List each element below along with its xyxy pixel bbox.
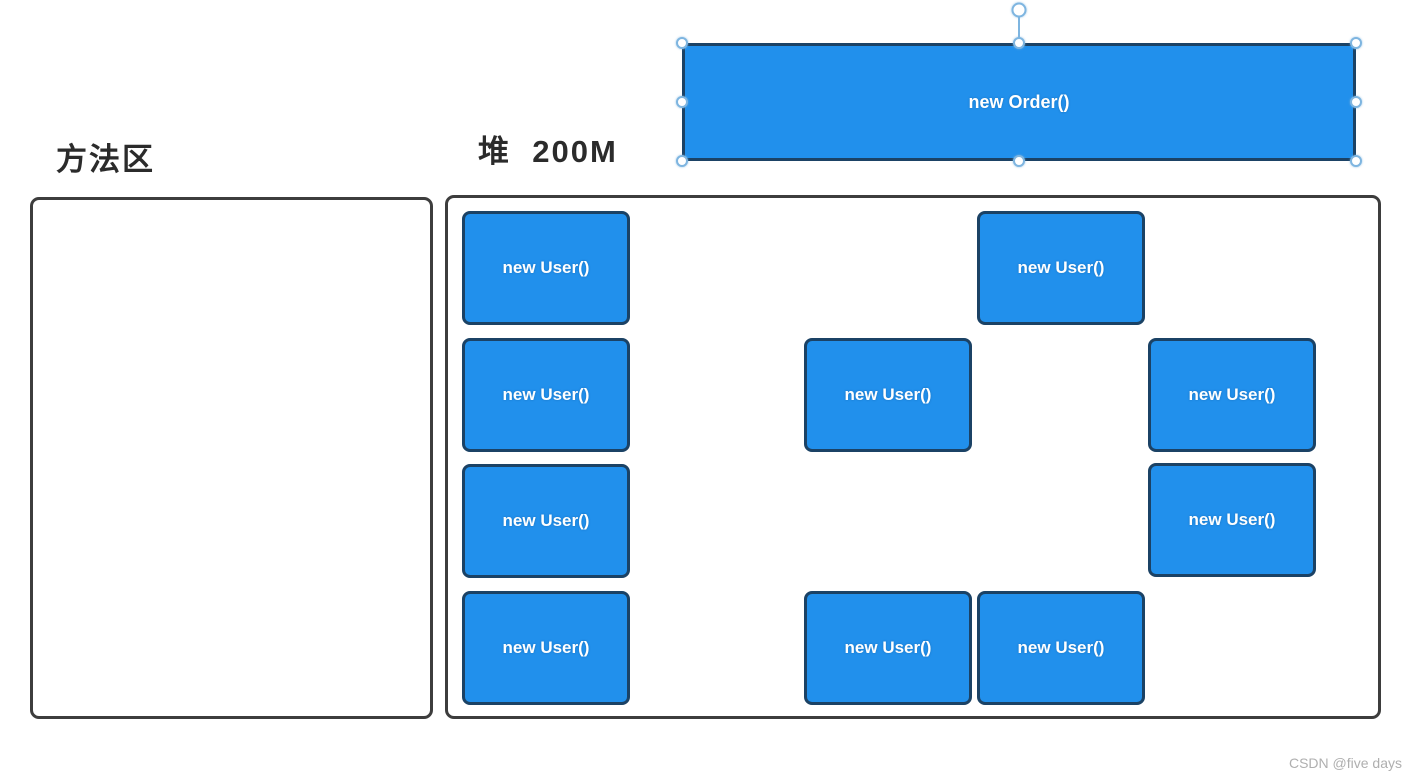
resize-handle-e-icon[interactable] xyxy=(1350,96,1362,108)
user-object-box[interactable]: new User() xyxy=(462,464,630,578)
user-object-box[interactable]: new User() xyxy=(977,211,1145,325)
user-object-label: new User() xyxy=(1188,510,1276,529)
user-object-label: new User() xyxy=(1188,385,1276,404)
resize-handle-s-icon[interactable] xyxy=(1013,155,1025,167)
heap-label: 堆 200M xyxy=(478,134,618,169)
user-object-label: new User() xyxy=(1017,258,1105,277)
csdn-watermark: CSDN @five days xyxy=(1288,755,1402,771)
user-object-box[interactable]: new User() xyxy=(1148,463,1316,577)
resize-handle-ne-icon[interactable] xyxy=(1350,37,1362,49)
user-object-box[interactable]: new User() xyxy=(804,591,972,705)
resize-handle-nw-icon[interactable] xyxy=(676,37,688,49)
user-object-label: new User() xyxy=(502,638,590,657)
user-object-box[interactable]: new User() xyxy=(462,211,630,325)
method-area-label: 方法区 xyxy=(56,142,155,177)
rotate-handle-stem xyxy=(1018,16,1020,43)
resize-handle-w-icon[interactable] xyxy=(676,96,688,108)
order-box[interactable]: new Order() xyxy=(682,43,1356,161)
order-box-label: new Order() xyxy=(968,91,1070,112)
user-object-label: new User() xyxy=(844,638,932,657)
user-object-label: new User() xyxy=(1017,638,1105,657)
user-object-box[interactable]: new User() xyxy=(1148,338,1316,452)
method-area-container[interactable] xyxy=(30,197,433,719)
user-object-label: new User() xyxy=(844,385,932,404)
user-object-box[interactable]: new User() xyxy=(462,591,630,705)
rotate-handle-icon[interactable] xyxy=(1011,2,1027,18)
user-object-box[interactable]: new User() xyxy=(804,338,972,452)
resize-handle-sw-icon[interactable] xyxy=(676,155,688,167)
user-object-label: new User() xyxy=(502,511,590,530)
user-object-label: new User() xyxy=(502,258,590,277)
resize-handle-n-icon[interactable] xyxy=(1013,37,1025,49)
user-object-box[interactable]: new User() xyxy=(977,591,1145,705)
resize-handle-se-icon[interactable] xyxy=(1350,155,1362,167)
user-object-box[interactable]: new User() xyxy=(462,338,630,452)
user-object-label: new User() xyxy=(502,385,590,404)
